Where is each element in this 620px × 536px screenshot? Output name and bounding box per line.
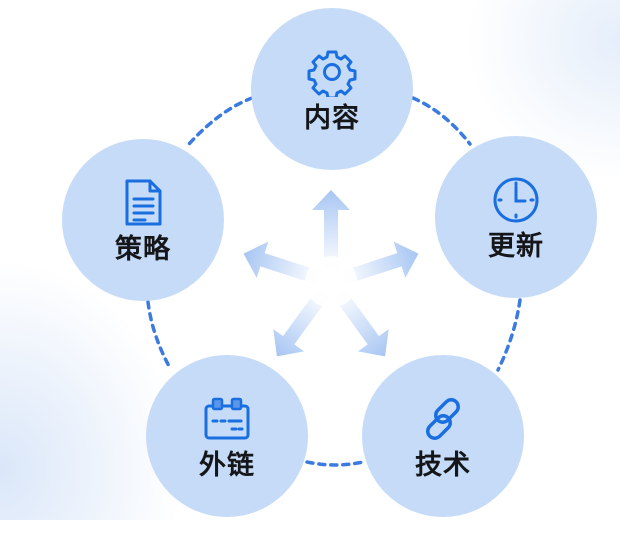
clock-icon: [493, 177, 539, 222]
node-label-strategy: 策略: [115, 233, 171, 265]
node-content[interactable]: 内容: [251, 8, 413, 170]
link-chain-icon: [426, 397, 460, 440]
arrow-to-content: [312, 190, 350, 282]
node-label-update: 更新: [488, 230, 544, 262]
node-technology[interactable]: 技术: [362, 355, 524, 517]
node-label-backlinks: 外链: [199, 449, 255, 481]
node-strategy[interactable]: 策略: [62, 139, 224, 301]
edge-strategy-content: [187, 96, 254, 146]
edge-backlinks-technology: [305, 460, 365, 467]
edge-update-technology: [496, 298, 522, 372]
calendar-icon: [204, 397, 250, 439]
gear-icon: [307, 50, 357, 97]
edge-content-update: [411, 96, 472, 146]
node-label-technology: 技术: [415, 449, 471, 481]
document-icon: [125, 179, 162, 225]
edge-strategy-backlinks: [146, 300, 172, 370]
bottom-band: [0, 520, 620, 536]
node-update[interactable]: 更新: [435, 136, 597, 298]
dashed-ring: [146, 96, 522, 467]
node-label-content: 内容: [304, 102, 360, 134]
center-glow: [305, 256, 357, 308]
node-backlinks[interactable]: 外链: [146, 355, 308, 517]
